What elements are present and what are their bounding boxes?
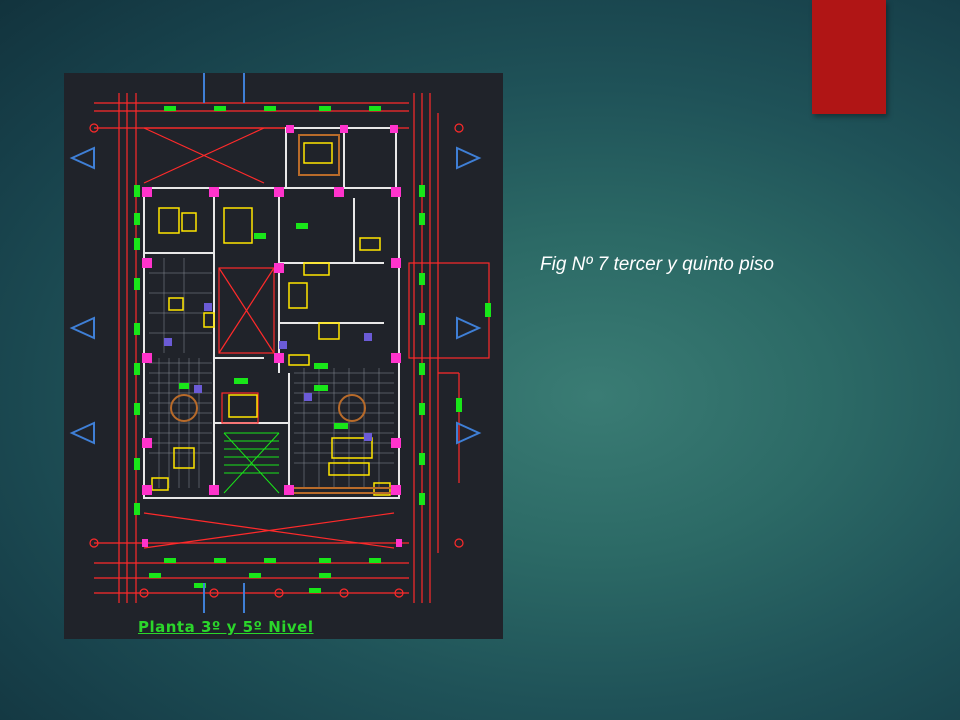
dimension-tags xyxy=(134,106,491,593)
red-accent-bar xyxy=(812,0,886,114)
floor-plan-svg xyxy=(69,73,491,613)
axis-bubbles xyxy=(89,123,464,598)
floor-tiles xyxy=(149,258,394,488)
columns xyxy=(142,125,402,547)
figure-caption: Fig Nº 7 tercer y quinto piso xyxy=(540,254,774,275)
dimension-lines xyxy=(94,93,490,603)
tag-markers xyxy=(164,303,372,441)
stair-core xyxy=(218,267,275,424)
floor-plan-drawing: Planta 3º y 5º Nivel xyxy=(64,73,503,639)
plan-title: Planta 3º y 5º Nivel xyxy=(138,618,314,636)
stair-lines xyxy=(223,432,280,494)
furniture xyxy=(151,142,391,496)
level-markers xyxy=(69,73,482,613)
